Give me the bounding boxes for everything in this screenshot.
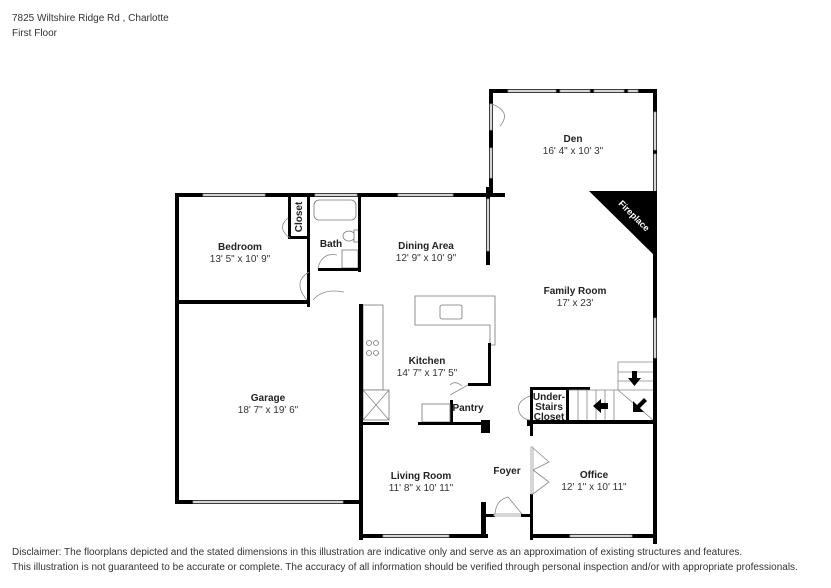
understairs-label-1: Under- bbox=[533, 392, 565, 403]
stair-arrow-down-icon bbox=[628, 371, 641, 386]
floor-label: First Floor bbox=[12, 28, 57, 39]
bedroom-walls bbox=[175, 193, 310, 503]
closet-label: Closet bbox=[294, 201, 305, 232]
garage-label: Garage bbox=[251, 393, 286, 404]
kitchen bbox=[362, 295, 496, 424]
pantry-label: Pantry bbox=[452, 403, 484, 414]
dining-label: Dining Area bbox=[398, 241, 454, 252]
stairs bbox=[517, 361, 657, 426]
foyer-label: Foyer bbox=[493, 466, 520, 477]
bedroom-label: Bedroom bbox=[218, 242, 262, 253]
family-room-dims: 17' x 23' bbox=[557, 298, 594, 309]
living-room-dims: 11' 8" x 10' 11" bbox=[389, 483, 454, 494]
office-dims: 12' 1" x 10' 11" bbox=[561, 482, 627, 493]
den-walls bbox=[489, 89, 657, 544]
address-title: 7825 Wiltshire Ridge Rd , Charlotte bbox=[12, 13, 169, 24]
disclaimer-line-1: Disclaimer: The floorplans depicted and … bbox=[12, 547, 743, 558]
north-walls bbox=[175, 187, 505, 265]
bedroom-dims: 13' 5" x 10' 9" bbox=[210, 254, 271, 265]
kitchen-label: Kitchen bbox=[409, 356, 446, 367]
den-dims: 16' 4" x 10' 3" bbox=[543, 146, 604, 157]
garage-dims: 18' 7" x 19' 6" bbox=[238, 405, 299, 416]
office-label: Office bbox=[580, 470, 609, 481]
understairs-label-3: Closet bbox=[534, 412, 565, 423]
living-room-label: Living Room bbox=[391, 471, 452, 482]
bath-label: Bath bbox=[320, 239, 342, 250]
south-walls bbox=[359, 422, 657, 540]
family-room-label: Family Room bbox=[544, 286, 607, 297]
garage-walls bbox=[175, 304, 363, 504]
central-walls bbox=[359, 304, 490, 433]
disclaimer-line-2: This illustration is not guaranteed to b… bbox=[12, 562, 798, 573]
fireplace: Fireplace bbox=[589, 191, 657, 258]
bath bbox=[312, 197, 361, 301]
dining-dims: 12' 9" x 10' 9" bbox=[396, 253, 457, 264]
stair-arrow-left-icon bbox=[593, 399, 608, 413]
understairs-label-2: Stairs bbox=[535, 402, 563, 413]
den-label: Den bbox=[564, 134, 583, 145]
kitchen-dims: 14' 7" x 17' 5" bbox=[397, 368, 458, 379]
stair-arrow-diag-icon bbox=[633, 398, 647, 412]
